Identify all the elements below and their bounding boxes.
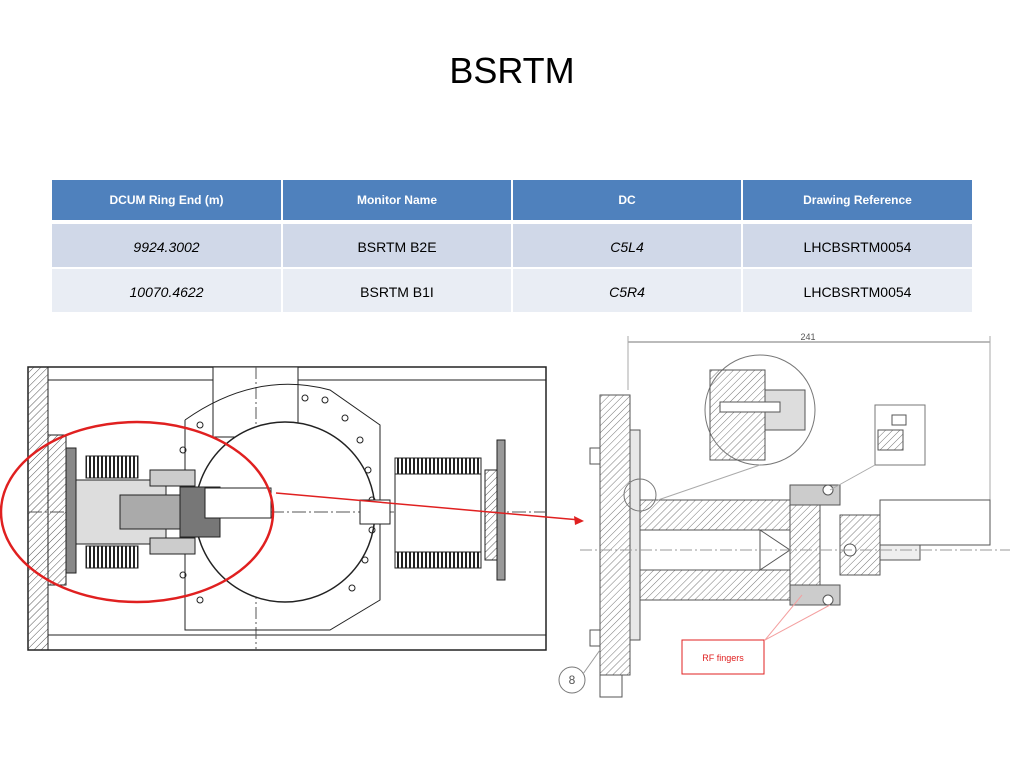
table-row: 10070.4622 BSRTM B1I C5R4 LHCBSRTM0054 (52, 268, 972, 314)
cell-drawing-reference: LHCBSRTM0054 (742, 222, 972, 269)
cell-monitor-name: BSRTM B2E (282, 222, 513, 269)
detail-drawing: 241 RF fingers 8 (558, 332, 1010, 698)
monitor-table: DCUM Ring End (m) Monitor Name DC Drawin… (52, 180, 972, 314)
cell-monitor-name: BSRTM B1I (282, 268, 513, 314)
cell-drawing-reference: LHCBSRTM0054 (742, 268, 972, 314)
header-monitor-name: Monitor Name (282, 180, 513, 224)
cell-dc: C5R4 (512, 268, 743, 314)
cell-dc: C5L4 (512, 222, 743, 269)
table-header-row: DCUM Ring End (m) Monitor Name DC Drawin… (52, 180, 972, 224)
header-dc: DC (512, 180, 743, 224)
dimension-label: 241 (800, 332, 815, 342)
header-dcum: DCUM Ring End (m) (52, 180, 283, 224)
item-number-balloon: 8 (569, 673, 576, 687)
cell-dcum: 9924.3002 (52, 222, 283, 269)
slide-title: BSRTM (449, 50, 575, 91)
table-row: 9924.3002 BSRTM B2E C5L4 LHCBSRTM0054 (52, 222, 972, 269)
cell-dcum: 10070.4622 (52, 268, 283, 314)
overview-drawing (0, 366, 584, 651)
header-drawing-reference: Drawing Reference (742, 180, 972, 224)
rf-fingers-label: RF fingers (702, 653, 744, 663)
